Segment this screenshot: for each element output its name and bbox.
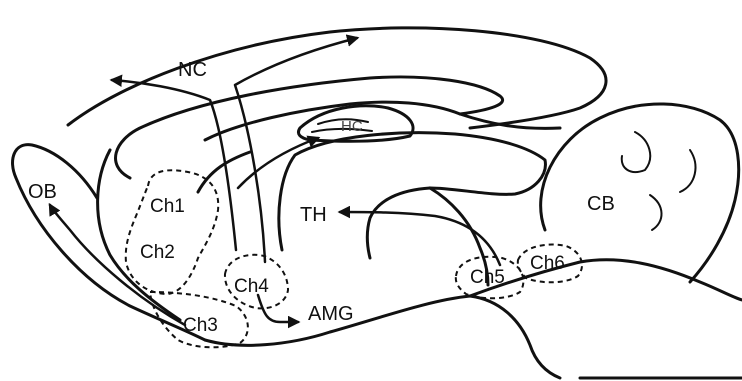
label-ch3: Ch3 bbox=[183, 315, 218, 336]
neocortex-inner-1 bbox=[116, 77, 503, 178]
label-ch4: Ch4 bbox=[234, 276, 269, 297]
cerebellum-fold-2 bbox=[680, 150, 695, 192]
label-cerebellum: CB bbox=[587, 193, 615, 215]
thalamus-outline bbox=[279, 133, 546, 258]
label-ch2: Ch2 bbox=[140, 242, 175, 263]
arrow-to-nc-right bbox=[235, 38, 357, 262]
arrow-to-nc-left bbox=[112, 80, 236, 250]
label-ch5: Ch5 bbox=[470, 267, 505, 288]
olfactory-bulb-outline bbox=[13, 145, 205, 340]
arrow-to-amg bbox=[258, 295, 298, 322]
label-ch1: Ch1 bbox=[150, 196, 185, 217]
cerebellum-outline bbox=[541, 104, 739, 282]
brainstem-outline bbox=[470, 260, 742, 300]
cerebellum-fold-1 bbox=[622, 132, 650, 172]
label-hippocampus: HC bbox=[341, 118, 363, 135]
label-olfactory-bulb: OB bbox=[28, 181, 57, 203]
label-amygdala: AMG bbox=[308, 303, 354, 325]
label-ch6: Ch6 bbox=[530, 253, 565, 274]
label-thalamus: TH bbox=[300, 204, 327, 226]
label-neocortex: NC bbox=[178, 59, 207, 81]
cell-group-ch1-ch2-outline bbox=[126, 170, 219, 294]
cerebellum-fold-3 bbox=[650, 195, 662, 230]
